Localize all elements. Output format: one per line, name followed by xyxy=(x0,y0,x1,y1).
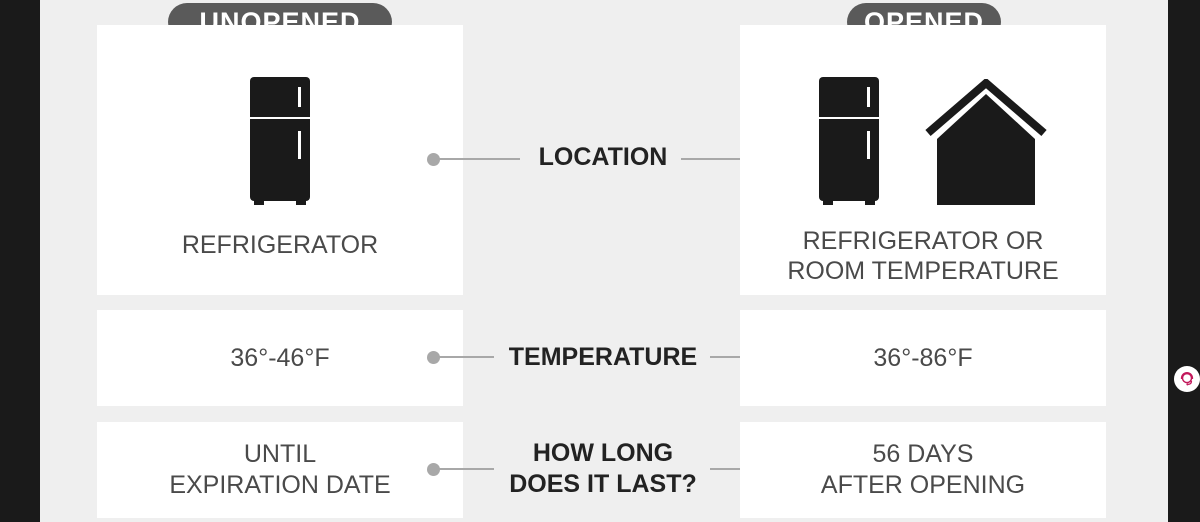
location-label: LOCATION xyxy=(538,142,668,171)
opened-location-text-line2: ROOM TEMPERATURE xyxy=(787,257,1059,285)
connector-line xyxy=(434,158,520,160)
opened-location-card: REFRIGERATOR OR ROOM TEMPERATURE xyxy=(740,25,1106,295)
unopened-location-text: REFRIGERATOR xyxy=(181,231,379,259)
connector-line xyxy=(434,356,494,358)
connector-line xyxy=(434,468,494,470)
connector-dot xyxy=(427,351,440,364)
unopened-temperature-card: 36°-46°F xyxy=(97,310,463,406)
support-agent-icon xyxy=(1180,372,1194,386)
temperature-label: TEMPERATURE xyxy=(508,342,698,371)
connector-dot xyxy=(427,153,440,166)
connector-line xyxy=(681,158,769,160)
refrigerator-icon xyxy=(819,77,879,205)
house-icon xyxy=(925,79,1047,205)
opened-temperature-card: 36°-86°F xyxy=(740,310,1106,406)
refrigerator-icon xyxy=(250,77,310,205)
opened-location-text-line1: REFRIGERATOR OR xyxy=(802,227,1044,255)
connector-dot xyxy=(427,463,440,476)
infographic-panel: UNOPENED OPENED REFRIGERATOR LOCATION xyxy=(40,0,1168,522)
duration-label: HOW LONG DOES IT LAST? xyxy=(509,439,697,498)
connector-line xyxy=(710,356,768,358)
connector-line xyxy=(710,468,768,470)
support-button[interactable] xyxy=(1174,366,1200,392)
unopened-location-card: REFRIGERATOR xyxy=(97,25,463,295)
opened-duration-card: 56 DAYS AFTER OPENING xyxy=(740,422,1106,518)
unopened-duration-card: UNTIL EXPIRATION DATE xyxy=(97,422,463,518)
